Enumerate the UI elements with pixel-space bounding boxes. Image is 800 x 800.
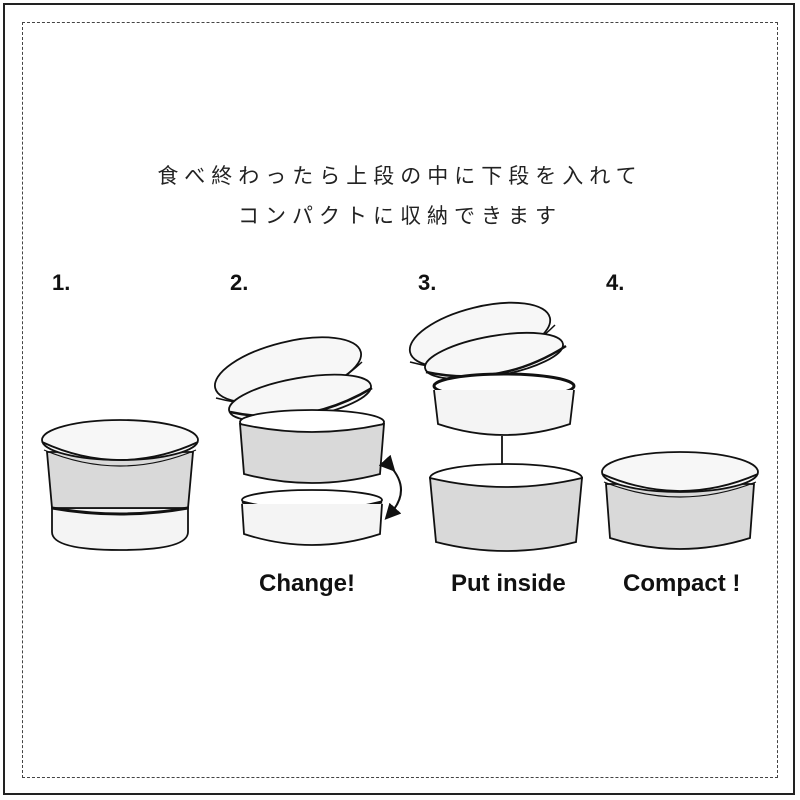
step-4-label: Compact ! — [623, 570, 741, 597]
caption-line-1: 食べ終わったら上段の中に下段を入れて — [157, 164, 643, 188]
outer-frame — [3, 3, 795, 795]
step-2-container — [214, 336, 402, 546]
step-4-number: 4. — [606, 270, 625, 295]
dashed-border — [22, 22, 778, 778]
step-2-label: Change! — [259, 570, 355, 597]
step-3-container — [408, 301, 584, 552]
step-3-number: 3. — [418, 270, 437, 295]
step-2-number: 2. — [230, 270, 249, 295]
step-1-number: 1. — [52, 270, 71, 295]
step-4-container — [601, 451, 759, 550]
step-1-container — [41, 419, 199, 551]
caption-line-2: コンパクトに収納できます — [238, 204, 562, 228]
step-3-label: Put inside — [451, 570, 566, 597]
